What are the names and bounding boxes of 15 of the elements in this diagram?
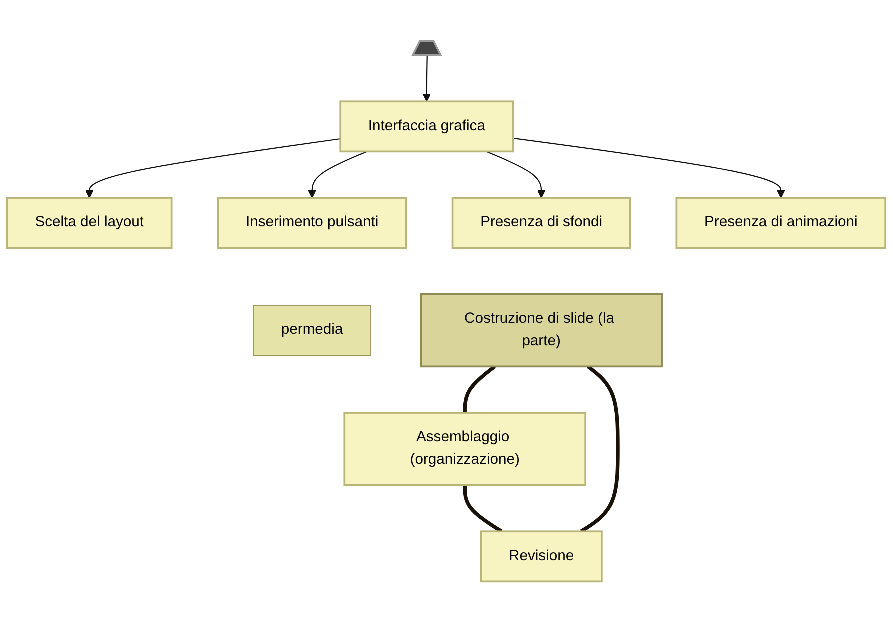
node-bar bbox=[412, 40, 442, 57]
node-box: Inserimento pulsanti bbox=[217, 198, 408, 250]
node-box: Costruzione di slide (la parte) bbox=[420, 294, 663, 368]
node-box: Presenza di animazioni bbox=[676, 198, 887, 250]
node-box: permedia bbox=[253, 306, 372, 356]
arrow bbox=[86, 138, 341, 199]
node-box: Assemblaggio (organizzazione) bbox=[344, 412, 586, 487]
node-box: Presenza di sfondi bbox=[452, 198, 632, 250]
connector bbox=[463, 366, 496, 414]
arrow bbox=[422, 56, 431, 102]
arrow bbox=[513, 138, 786, 199]
node-box: Interfaccia grafica bbox=[340, 101, 514, 154]
node-box: Revisione bbox=[480, 531, 603, 584]
arrow bbox=[486, 152, 546, 199]
node-box: Scelta del layout bbox=[6, 198, 173, 250]
